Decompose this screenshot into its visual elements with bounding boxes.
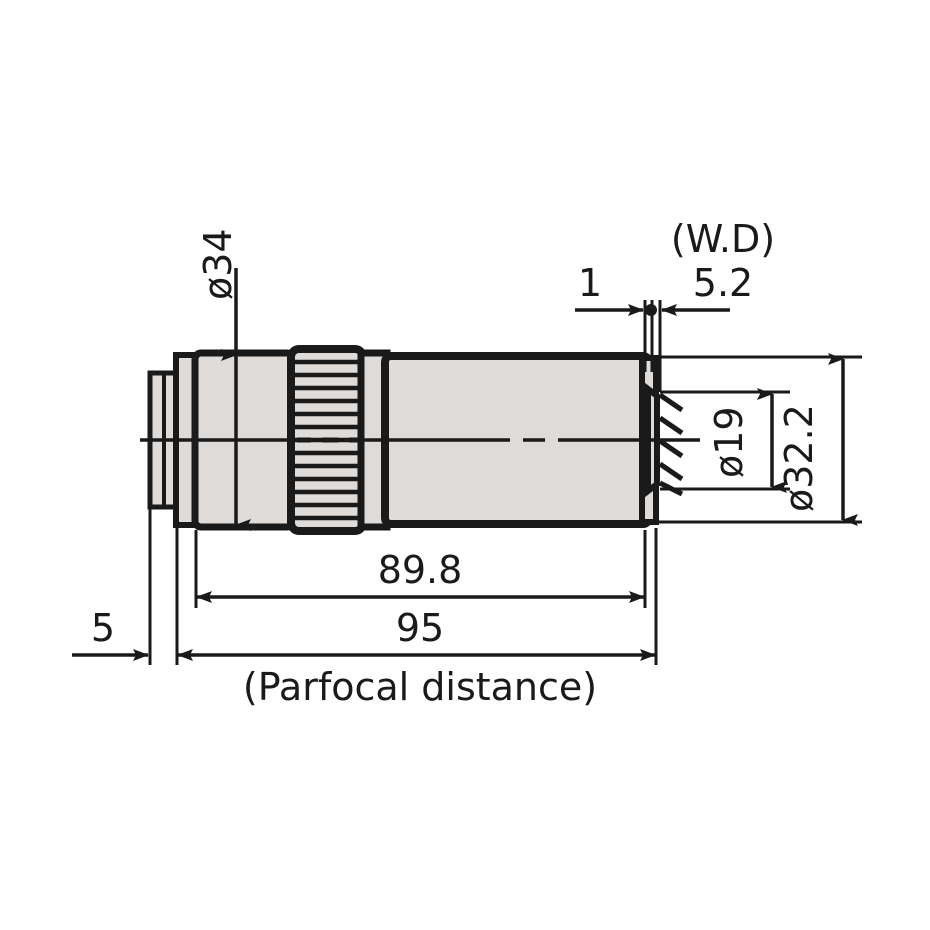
label-length-to-front-face: 89.8 <box>378 548 463 592</box>
lens-body-group <box>140 345 700 535</box>
dimension-length-to-front-face: 89.8 <box>196 548 645 603</box>
dimension-rear-mount: 5 <box>72 606 149 661</box>
dimension-parfocal: 95 (Parfocal distance) <box>177 606 656 709</box>
dimension-working-distance: 1 5.2 (W.D) <box>575 217 775 316</box>
knurl-ridges <box>295 359 359 521</box>
dimension-front-aperture: ø19 <box>707 388 787 493</box>
label-front-face-offset: 1 <box>578 261 602 305</box>
dimension-body-diameter: ø34 <box>196 228 251 531</box>
label-parfocal-length: 95 <box>396 606 444 650</box>
label-parfocal-caption: (Parfocal distance) <box>243 665 597 709</box>
label-front-aperture-diameter: ø19 <box>707 406 751 478</box>
dimension-front-barrel-diameter: ø32.2 <box>777 353 858 526</box>
dimension-origin-dot <box>645 304 657 316</box>
front-face-hatching <box>658 392 684 497</box>
label-front-barrel-diameter: ø32.2 <box>777 404 821 512</box>
label-body-diameter: ø34 <box>196 228 240 300</box>
label-working-distance-value: 5.2 <box>693 261 753 305</box>
label-rear-mount-length: 5 <box>91 606 115 650</box>
label-working-distance: (W.D) <box>671 217 775 261</box>
